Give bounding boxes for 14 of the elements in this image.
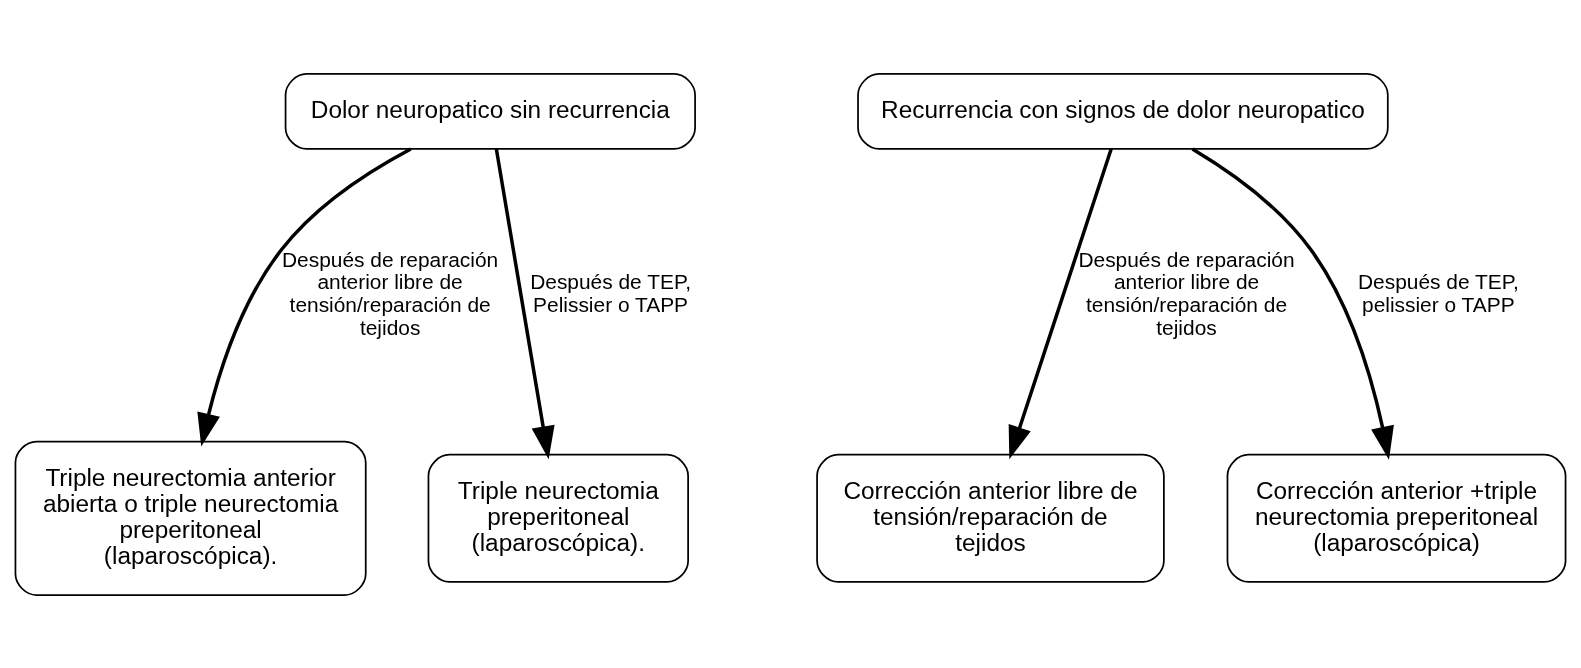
edge-label: Después de TEP, pelissier o TAPP bbox=[1357, 269, 1519, 316]
edge-label: Después de TEP, Pelissier o TAPP bbox=[530, 269, 691, 316]
edge-label: Después de reparación anterior libre de tensión/reparación de tejidos bbox=[1078, 247, 1295, 339]
node-box: Dolor neuropatico sin recurrencia bbox=[284, 72, 696, 150]
arrow bbox=[1191, 147, 1394, 460]
edge-label: Después de reparación anterior libre de tensión/reparación de tejidos bbox=[282, 247, 499, 339]
node-box: Recurrencia con signos de dolor neuropatico bbox=[857, 72, 1389, 150]
node-box: Triple neurectomia anterior abierta o triple neurectomia preperitoneal (laparoscópica). bbox=[14, 440, 367, 596]
arrow bbox=[197, 146, 412, 446]
node-box: Triple neurectomia preperitoneal (laparoscópica). bbox=[427, 453, 689, 583]
arrow bbox=[494, 148, 555, 459]
arrow bbox=[1008, 147, 1113, 459]
node-box: Corrección anterior +triple neurectomia preperitoneal (laparoscópica) bbox=[1226, 453, 1567, 583]
node-box: Corrección anterior libre de tensión/reparación de tejidos bbox=[816, 453, 1165, 583]
